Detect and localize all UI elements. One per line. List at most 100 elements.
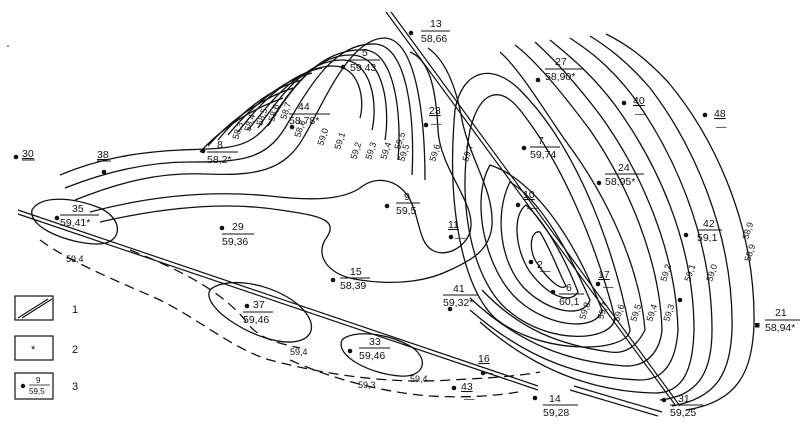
well: 24 58,95* (596, 162, 644, 188)
svg-text:59,41*: 59,41* (60, 217, 90, 229)
well: 41 59,32* (443, 283, 478, 312)
svg-text:59,28: 59,28 (543, 407, 569, 419)
well: 9 59,5 (384, 191, 420, 217)
svg-text:38: 38 (97, 149, 109, 161)
contour-dashed (129, 249, 301, 349)
svg-text:30: 30 (22, 148, 34, 160)
svg-text:9: 9 (36, 376, 41, 385)
svg-text:—: — (635, 108, 646, 120)
contour (589, 35, 733, 407)
svg-text:2: 2 (537, 259, 543, 271)
well: 44 58,78* (289, 101, 330, 130)
fault-lines (17, 11, 681, 417)
svg-text:—: — (603, 281, 614, 293)
well: 40 — (621, 95, 646, 120)
svg-text:58,90*: 58,90* (545, 71, 575, 83)
svg-text:41: 41 (453, 283, 465, 295)
svg-text:—: — (527, 202, 538, 214)
well-dot (677, 297, 683, 303)
svg-text:40: 40 (633, 95, 645, 107)
svg-text:—: — (716, 121, 727, 133)
well: 35 59,41* (54, 203, 99, 229)
svg-text:14: 14 (549, 393, 561, 405)
well: 29 59,36 (219, 221, 254, 248)
svg-text:7: 7 (538, 135, 544, 147)
speck (7, 45, 9, 47)
legend-item-asterisk: * 2 (14, 335, 78, 361)
svg-text:6: 6 (566, 282, 572, 294)
well: 38 (97, 149, 111, 175)
contour (452, 72, 631, 348)
isoline-label: 59,8 (577, 301, 592, 321)
contour (479, 39, 695, 394)
svg-text:23: 23 (429, 105, 441, 117)
well: 16 — (478, 353, 493, 379)
contour (257, 59, 375, 131)
svg-text:1: 1 (72, 304, 78, 316)
svg-text:10: 10 (523, 189, 535, 201)
isoline-label: 59,4 (66, 254, 84, 264)
svg-text:58,94*: 58,94* (765, 322, 795, 334)
svg-text:60,1: 60,1 (559, 296, 580, 308)
well: 10 — (515, 189, 538, 214)
isoline-label: 59,3 (661, 303, 676, 323)
svg-text:2: 2 (72, 344, 78, 356)
svg-text:35: 35 (72, 203, 84, 215)
fault-line-ne-2 (390, 11, 681, 407)
isoline-label: 59,0 (315, 127, 330, 147)
contour (64, 43, 414, 189)
svg-text:*: * (31, 344, 36, 356)
isoline-label: 59,4 (410, 374, 428, 384)
svg-text:58,78*: 58,78* (289, 115, 319, 127)
contour-dashed (289, 359, 519, 398)
svg-text:21: 21 (775, 307, 787, 319)
isoline-label: 59,6 (611, 303, 626, 323)
svg-text:43: 43 (461, 381, 473, 393)
isoline-label: 59,6 (427, 143, 442, 163)
contour (74, 37, 426, 201)
well: 21 58,94* (755, 307, 800, 334)
contour-lines (31, 33, 755, 411)
well: 31 59,25 (661, 393, 703, 419)
contour (605, 33, 755, 411)
isoline-label: 59,4 (644, 303, 659, 323)
well: 13 58,66 (408, 18, 450, 45)
contour (207, 87, 294, 147)
svg-text:42: 42 (703, 218, 715, 230)
isoline-label: 59,5 (628, 303, 643, 323)
svg-text:33: 33 (369, 336, 381, 348)
well: 33 59,46 (347, 336, 390, 362)
contour (464, 94, 616, 338)
isoline-label: 59,2 (348, 141, 363, 161)
well: 14 59,28 (532, 393, 578, 419)
contour (59, 49, 400, 176)
well: 11 — (448, 219, 466, 244)
contour (217, 79, 303, 141)
well: 27 58,90* (535, 56, 584, 83)
isoline-label: 58,9 (742, 243, 757, 263)
contour (500, 181, 591, 312)
well: 6 60,1 (550, 282, 584, 308)
contour (99, 47, 493, 284)
isoline-label: 59,4 (378, 141, 393, 161)
contour (199, 97, 284, 153)
contour-dashed (39, 239, 541, 382)
svg-text:59,36: 59,36 (222, 236, 248, 248)
fault-line-sw (17, 209, 539, 387)
isoline-label: 59,2 (658, 263, 673, 283)
isoline-label: 59,1 (332, 131, 347, 151)
svg-text:8: 8 (217, 139, 223, 151)
svg-text:37: 37 (253, 299, 265, 311)
well: 7 59,74 (521, 135, 560, 161)
svg-text:59,46: 59,46 (243, 314, 269, 326)
contour (31, 198, 119, 245)
svg-text:58,66: 58,66 (421, 33, 447, 45)
legend-item-well: 9 59,5 3 (14, 372, 78, 400)
svg-text:58,39: 58,39 (340, 280, 366, 292)
contour (516, 204, 579, 299)
isoline-label: 58,9 (740, 221, 755, 241)
svg-text:—: — (540, 265, 551, 277)
well: 15 58,39 (330, 266, 370, 292)
svg-text:59,1: 59,1 (697, 232, 718, 244)
